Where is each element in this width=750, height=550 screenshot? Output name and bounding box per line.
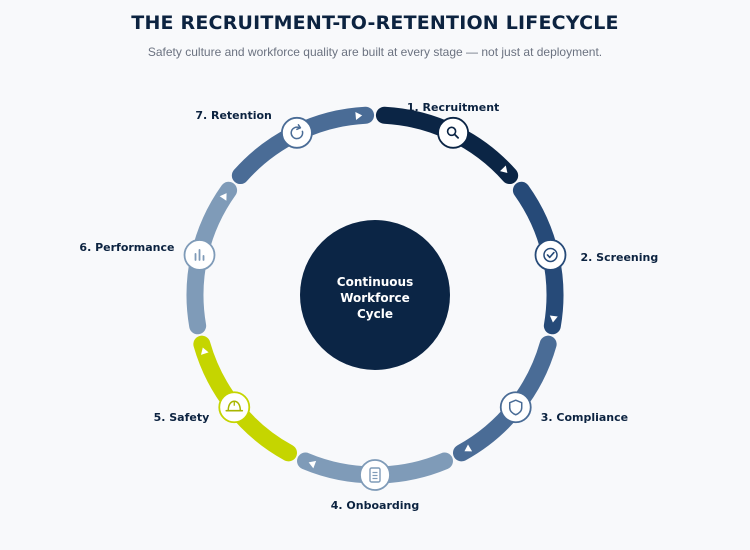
marker-circle [499,391,532,424]
flow-arrow-icon [464,444,473,452]
marker-circle [437,116,470,149]
check-circle-icon [543,247,558,263]
flow-arrow-icon [200,347,209,355]
stage-marker-screening [534,239,567,271]
shield-icon [508,399,523,416]
marker-circle [218,391,251,424]
center-line-2: Workforce [340,291,410,305]
flow-arrow-icon [500,165,508,174]
stage-marker-recruitment [437,116,470,149]
center-hub: Continuous Workforce Cycle [300,220,450,370]
stage-label-safety: 5. Safety [154,411,210,424]
stage-label-retention: 7. Retention [195,109,272,122]
flow-arrow-icon [219,193,227,201]
marker-circle [534,239,567,271]
center-line-1: Continuous [337,275,413,289]
flow-arrow-icon [549,315,558,323]
document-icon [369,467,381,483]
stage-labels: 1. Recruitment 2. Screening 3. Compliance 4… [79,101,658,512]
stage-marker-performance [183,239,216,271]
stage-markers [183,116,567,491]
stage-label-compliance: 3. Compliance [541,411,628,424]
bar-chart-icon [194,249,205,261]
refresh-icon [290,124,304,140]
flow-arrow-icon [308,460,317,469]
stage-marker-onboarding [359,459,391,491]
page-title: THE RECRUITMENT-TO-RETENTION LIFECYCLE [131,12,619,34]
hard-hat-icon [225,400,244,412]
stage-marker-safety [218,391,251,424]
stage-label-performance: 6. Performance [79,241,174,254]
stage-marker-retention [280,116,313,149]
page-subtitle: Safety culture and workforce quality are… [147,45,603,59]
center-circle [300,220,450,370]
marker-circle [280,116,313,149]
search-icon [446,126,460,139]
stage-marker-compliance [499,391,532,424]
center-line-3: Cycle [357,307,393,321]
stage-label-recruitment: 1. Recruitment [407,101,499,114]
stage-label-screening: 2. Screening [580,251,658,264]
stage-label-onboarding: 4. Onboarding [331,499,419,512]
flow-arrow-icon [355,112,363,120]
